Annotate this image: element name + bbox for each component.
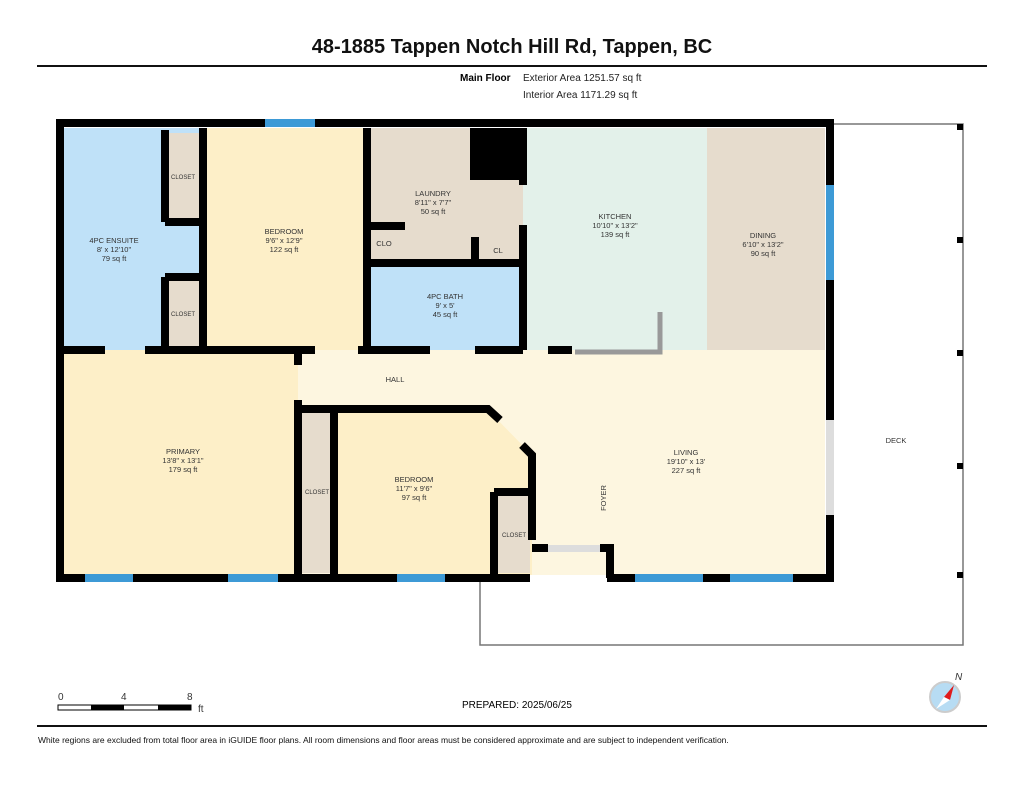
deck-posts [957, 124, 963, 578]
room-dims: 13'8" x 13'1" [162, 456, 203, 465]
room-area: 227 sq ft [672, 466, 702, 475]
room-dims: 8'11" x 7'7" [415, 198, 452, 207]
scale-tick: 4 [121, 692, 127, 703]
room-dims: 6'10" x 13'2" [742, 240, 783, 249]
title-divider [37, 65, 987, 67]
room-dims: 8' x 12'10" [97, 245, 132, 254]
scale-tick: 8 [187, 692, 193, 703]
room-area: 139 sq ft [601, 230, 631, 239]
room-dims: 9'6" x 12'9" [266, 236, 303, 245]
door-openings [548, 420, 834, 552]
room-dims: 10'10" x 13'2" [592, 221, 638, 230]
room-area: 45 sq ft [433, 310, 459, 319]
kitchen-floor [523, 128, 707, 353]
closet-label: CLOSET [305, 490, 329, 496]
closet-label: CLOSET [171, 175, 195, 181]
footer-divider [37, 725, 987, 727]
room-name: 4PC BATH [427, 292, 463, 301]
disclaimer: White regions are excluded from total fl… [38, 735, 729, 745]
bath-floor [367, 263, 523, 350]
scale-unit: ft [198, 704, 204, 715]
room-name: DINING [750, 231, 776, 240]
closet-floor [498, 495, 530, 573]
closet-floor [166, 280, 199, 346]
compass-north-label: N [955, 672, 963, 683]
kitchen-counter [575, 312, 663, 355]
room-foyer: FOYER [599, 485, 608, 511]
bedroom2-floor [334, 410, 532, 575]
room-dims: 19'10" x 13' [667, 457, 706, 466]
room-name: KITCHEN [599, 212, 632, 221]
cl-label: CL [493, 246, 503, 255]
floor-name: Main Floor [460, 73, 511, 84]
room-name: LAUNDRY [415, 189, 451, 198]
dining-floor [707, 128, 825, 353]
room-name: BEDROOM [265, 227, 304, 236]
closet-label: CLOSET [171, 312, 195, 318]
room-name: LIVING [674, 448, 699, 457]
room-name: BEDROOM [395, 475, 434, 484]
room-area: 97 sq ft [402, 493, 428, 502]
room-name: 4PC ENSUITE [89, 236, 138, 245]
room-dims: 11'7" x 9'6" [396, 484, 433, 493]
deck-outline [479, 123, 964, 646]
closet-floor [302, 413, 332, 573]
room-area: 122 sq ft [270, 245, 300, 254]
room-name: PRIMARY [166, 447, 200, 456]
windows [85, 119, 834, 582]
scale-tick: 0 [58, 692, 64, 703]
room-area: 179 sq ft [169, 465, 199, 474]
page-title: 48-1885 Tappen Notch Hill Rd, Tappen, BC [311, 36, 713, 58]
closet-label: CLOSET [502, 533, 526, 539]
room-hall: HALL [386, 375, 405, 384]
interior-area: Interior Area 1171.29 sq ft [523, 90, 638, 101]
bedroom1-floor [204, 128, 367, 350]
room-area: 90 sq ft [751, 249, 777, 258]
closet-floor [166, 133, 199, 221]
room-area: 50 sq ft [421, 207, 447, 216]
room-area: 79 sq ft [102, 254, 128, 263]
clo-label: CLO [376, 239, 392, 248]
prepared-date: PREPARED: 2025/06/25 [462, 700, 572, 711]
room-dims: 9' x 5' [435, 301, 455, 310]
exterior-area: Exterior Area 1251.57 sq ft [523, 73, 642, 84]
room-deck: DECK [886, 436, 907, 445]
wall-block [470, 128, 522, 180]
compass-icon: N [929, 672, 963, 713]
scale-bar: 0 4 8 ft [57, 692, 204, 715]
primary-floor [64, 350, 298, 575]
